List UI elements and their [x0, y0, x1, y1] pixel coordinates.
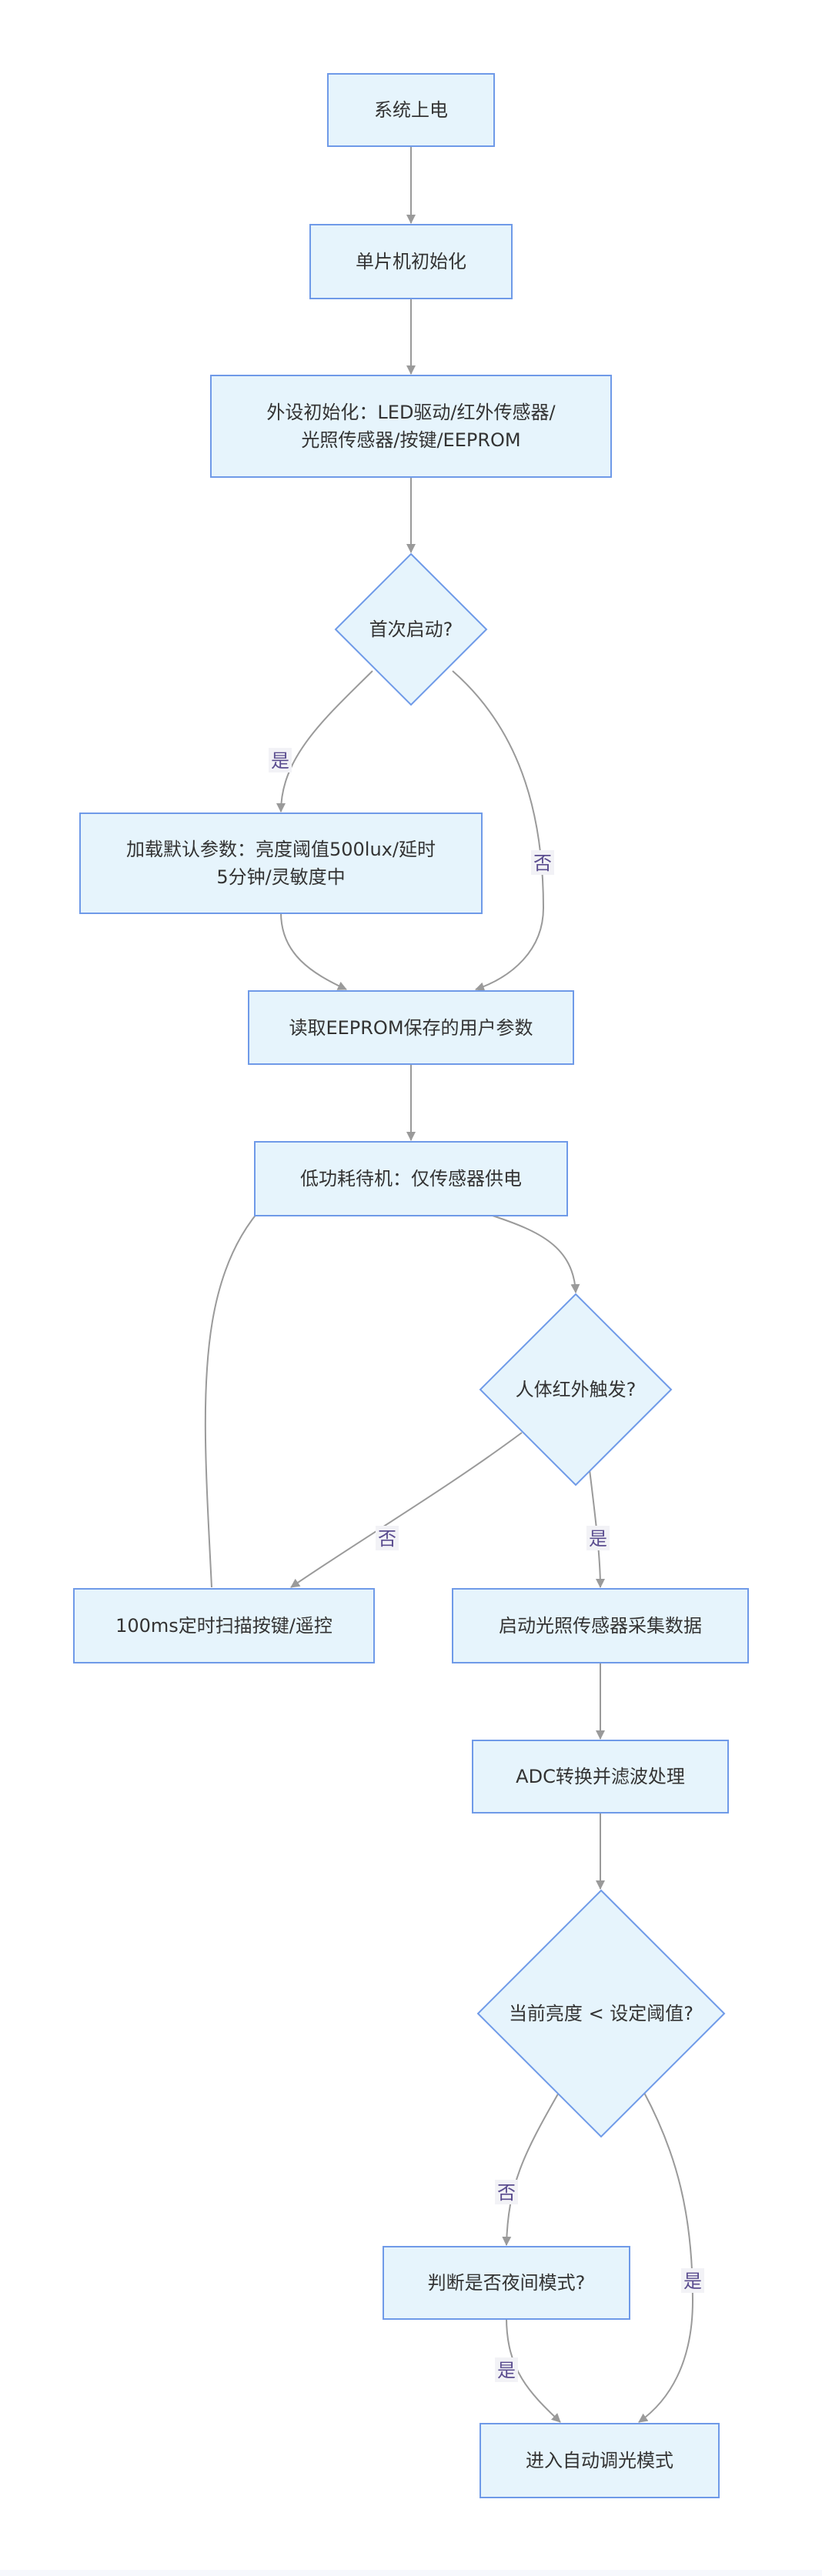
node-auto-dimming-mode [480, 2423, 720, 2498]
node-mcu-init [309, 224, 513, 299]
node-pir-decision [479, 1293, 673, 1487]
node-label-first-boot: 首次启动? [369, 619, 453, 640]
edge-standby-to-pir-check [492, 1215, 580, 1293]
node-label-auto-dimming-mode: 进入自动调光模式 [526, 2450, 673, 2471]
node-load-defaults [79, 813, 483, 914]
node-label-peripheral-init-line2: 光照传感器/按键/EEPROM [301, 429, 520, 451]
node-label-read-eeprom: 读取EEPROM保存的用户参数 [289, 1017, 533, 1039]
node-first-boot-decision [334, 552, 488, 706]
node-adc-filter [472, 1740, 729, 1814]
node-start-light-sensor [452, 1588, 749, 1663]
edge-label-first-boot-yes: 是 [271, 750, 289, 772]
node-label-peripheral-init-line1: 外设初始化：LED驱动/红外传感器/ [266, 402, 556, 423]
node-label-scan-buttons-remote: 100ms定时扫描按键/遥控 [115, 1615, 332, 1637]
node-label-mcu-init: 单片机初始化 [356, 251, 466, 272]
node-label-start-light-sensor: 启动光照传感器采集数据 [499, 1615, 702, 1637]
node-label-load-defaults-line1: 加载默认参数：亮度阈值500lux/延时 [126, 839, 436, 860]
node-night-mode-check [383, 2246, 630, 2320]
edge-night-mode-yes [506, 2317, 561, 2423]
node-peripheral-init [210, 375, 612, 478]
node-scan-buttons-remote [73, 1588, 375, 1663]
node-labels: 系统上电 单片机初始化 外设初始化：LED驱动/红外传感器/ 光照传感器/按键/… [115, 99, 702, 2471]
edge-label-threshold-no: 否 [497, 2182, 516, 2204]
node-label-night-mode-check: 判断是否夜间模式? [428, 2272, 586, 2294]
bottom-edge-band [0, 2570, 822, 2576]
node-low-power-standby [254, 1141, 568, 1216]
node-label-adc-filter: ADC转换并滤波处理 [516, 1766, 685, 1787]
edge-labels: 是 否 否 是 否 是 是 [269, 748, 704, 2382]
edge-pir-no [290, 1432, 523, 1588]
edge-label-pir-no: 否 [378, 1528, 396, 1550]
node-label-low-power-standby: 低功耗待机：仅传感器供电 [300, 1168, 522, 1190]
edge-first-boot-yes [276, 670, 373, 813]
node-label-system-power-on: 系统上电 [374, 99, 448, 121]
edge-label-threshold-yes: 是 [683, 2271, 702, 2292]
edge-scan-loop-to-standby [204, 1170, 305, 1588]
node-read-eeprom [248, 990, 574, 1065]
edge-threshold-yes [638, 2090, 694, 2423]
edge-threshold-no [502, 2090, 560, 2246]
node-label-load-defaults-line2: 5分钟/灵敏度中 [216, 866, 345, 888]
edge-label-night-mode-yes: 是 [497, 2360, 516, 2381]
node-label-brightness-threshold: 当前亮度 < 设定阈值? [509, 2003, 693, 2024]
nodes [73, 73, 749, 2498]
edge-defaults-to-read-eeprom [280, 912, 347, 990]
edge-label-first-boot-no: 否 [533, 853, 552, 874]
node-brightness-threshold-decision [476, 1889, 726, 2138]
edge-label-pir-yes: 是 [589, 1528, 607, 1550]
node-system-power-on [327, 73, 495, 147]
node-label-pir-decision: 人体红外触发? [516, 1379, 637, 1400]
